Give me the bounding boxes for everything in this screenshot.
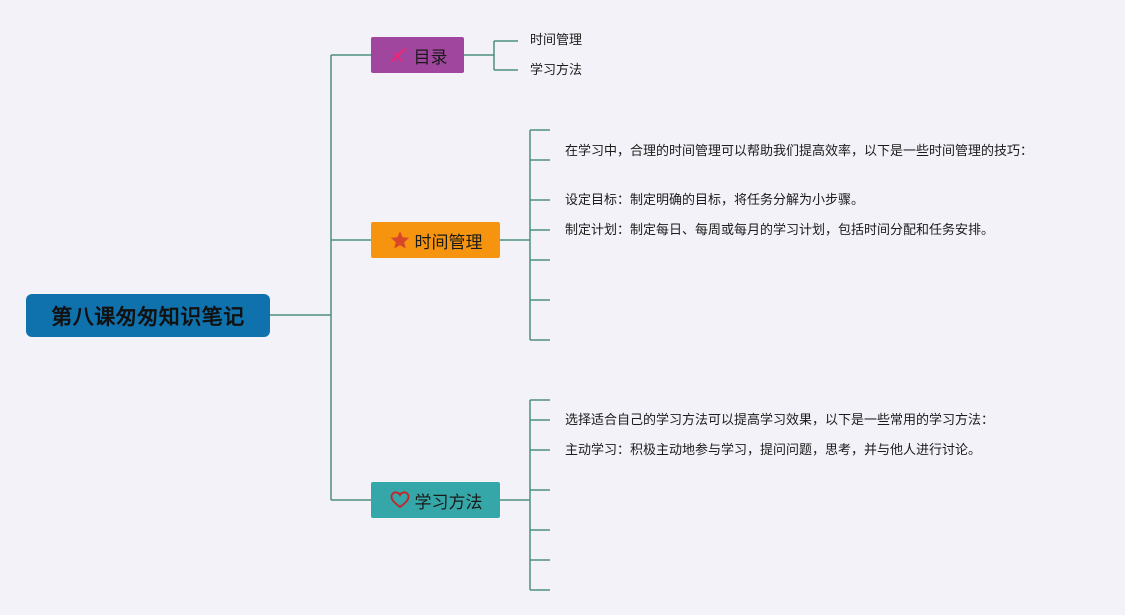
catalog-item-time[interactable]: 时间管理 bbox=[530, 33, 583, 48]
pencil-x-icon bbox=[388, 44, 410, 66]
catalog-item-study[interactable]: 学习方法 bbox=[530, 63, 583, 78]
time-note-intro[interactable]: 在学习中，合理的时间管理可以帮助我们提高效率，以下是一些时间管理的技巧： bbox=[565, 144, 1034, 159]
topic-catalog-label: 目录 bbox=[413, 47, 448, 68]
heart-icon bbox=[389, 489, 411, 511]
study-note-intro[interactable]: 选择适合自己的学习方法可以提高学习效果，以下是一些常用的学习方法： bbox=[565, 413, 995, 428]
topic-time-management-label: 时间管理 bbox=[414, 232, 483, 253]
study-note-active-learning[interactable]: 主动学习：积极主动地参与学习，提问问题，思考，并与他人进行讨论。 bbox=[565, 443, 982, 458]
topic-catalog[interactable]: 目录 bbox=[371, 37, 464, 73]
time-note-make-plan[interactable]: 制定计划：制定每日、每周或每月的学习计划，包括时间分配和任务安排。 bbox=[565, 223, 995, 238]
topic-time-management[interactable]: 时间管理 bbox=[371, 222, 500, 258]
topic-study-methods[interactable]: 学习方法 bbox=[371, 482, 500, 518]
time-note-set-goals[interactable]: 设定目标：制定明确的目标，将任务分解为小步骤。 bbox=[565, 193, 865, 208]
star-icon bbox=[389, 229, 411, 251]
topic-study-methods-label: 学习方法 bbox=[414, 492, 483, 513]
root-topic[interactable]: 第八课匆匆知识笔记 bbox=[26, 294, 270, 337]
root-topic-label: 第八课匆匆知识笔记 bbox=[51, 304, 245, 329]
